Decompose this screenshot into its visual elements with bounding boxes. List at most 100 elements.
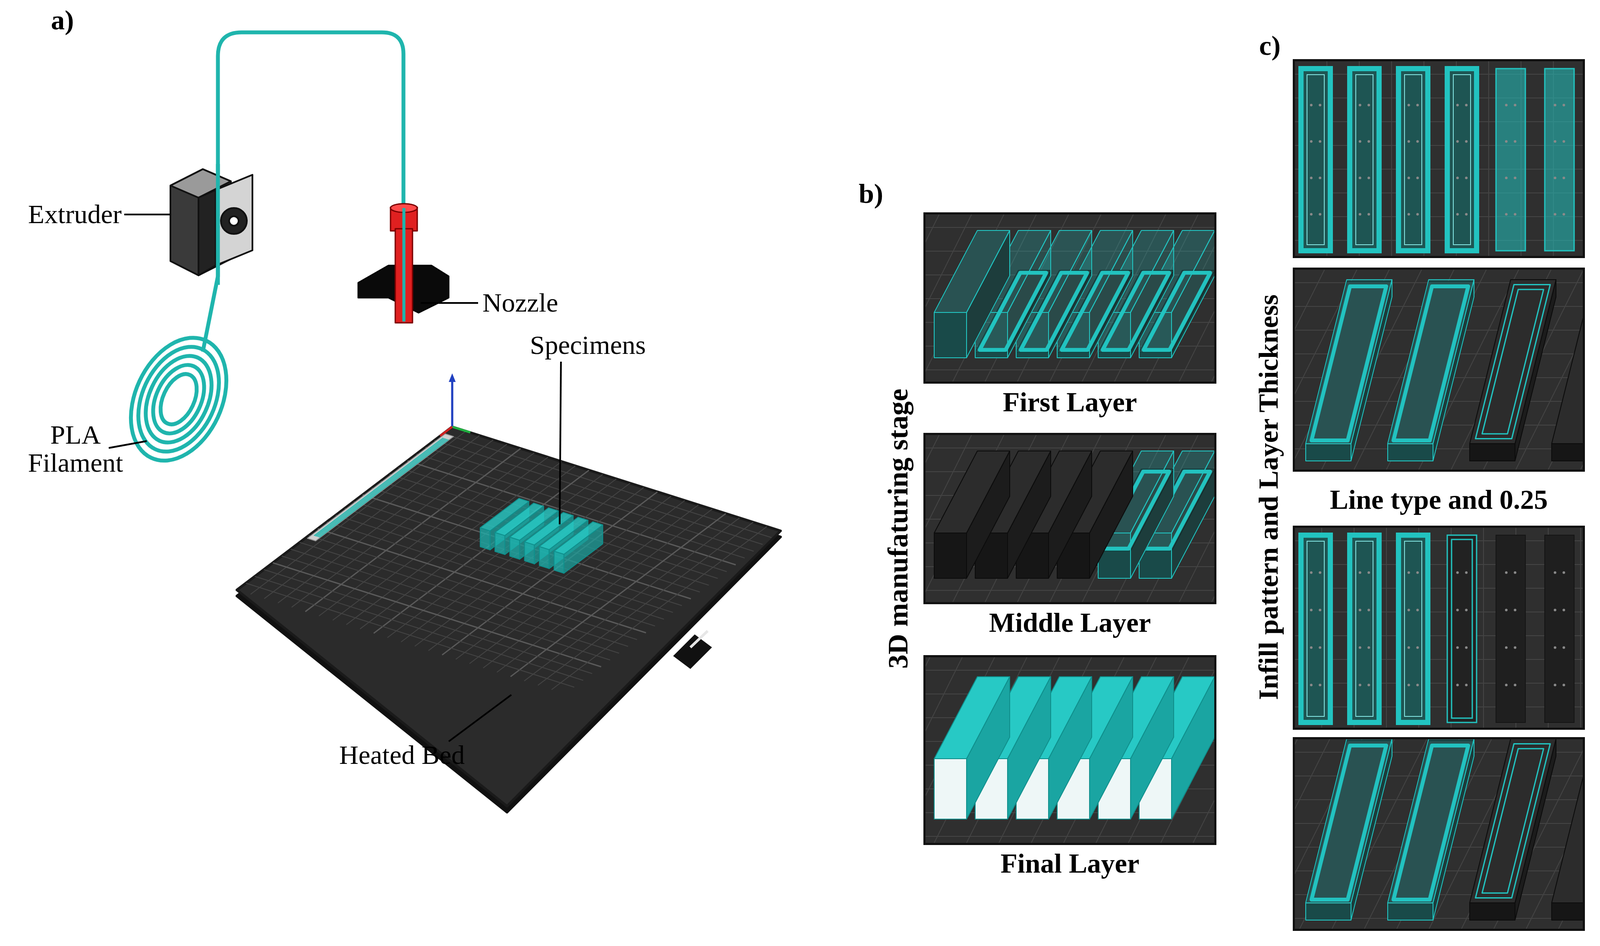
bar-inner-line — [1307, 74, 1325, 245]
marker-dot — [1358, 103, 1362, 107]
panel-letter: c) — [1259, 31, 1281, 60]
marker-dot — [1553, 103, 1557, 107]
grid-line — [428, 487, 644, 651]
grid-line — [414, 483, 630, 647]
marker-dot — [1553, 213, 1557, 216]
marker-dot — [1505, 176, 1508, 180]
panel-background — [1294, 739, 1583, 929]
marker-dot — [1464, 140, 1468, 143]
layer-panel: Final Layer — [923, 655, 1217, 845]
screenshot-panel — [1292, 525, 1585, 730]
marker-dot — [1310, 645, 1313, 649]
marker-dot — [1310, 176, 1313, 180]
grid-line — [1294, 97, 1583, 99]
marker-dot — [1562, 176, 1566, 180]
marker-dot — [1416, 213, 1419, 216]
axis-gizmo — [440, 373, 471, 436]
bar-top — [934, 676, 1010, 759]
bar-outline — [1447, 68, 1477, 251]
marker-dot — [1416, 645, 1419, 649]
grid-line — [1294, 635, 1583, 637]
marker-dot — [1416, 571, 1419, 574]
bar-outline — [1349, 535, 1380, 723]
heated-bed — [236, 426, 781, 813]
marker-dot — [1318, 213, 1322, 216]
grid-line — [925, 669, 1215, 671]
marker-dot — [1416, 683, 1419, 687]
ruler-line — [318, 438, 448, 537]
marker-dot — [1416, 176, 1419, 180]
bar-top — [1305, 739, 1393, 903]
marker-dot — [1407, 608, 1411, 612]
marker-dot — [1367, 213, 1371, 216]
bar-front — [1387, 902, 1434, 920]
marker-dot — [1553, 571, 1557, 574]
marker-dot — [1505, 140, 1508, 143]
marker-dot — [1358, 683, 1362, 687]
marker-dot — [1553, 683, 1557, 687]
marker-dot — [1367, 176, 1371, 180]
marker-dot — [1367, 571, 1371, 574]
marker-dot — [1553, 176, 1557, 180]
grid-line — [380, 481, 709, 586]
marker-dot — [1456, 683, 1459, 687]
slicer-screenshot — [925, 214, 1215, 382]
marker-dot — [1464, 683, 1468, 687]
screenshot-panel — [1292, 737, 1585, 931]
panel-background — [1294, 269, 1583, 470]
marker-dot — [1310, 608, 1313, 612]
bar-front — [934, 312, 967, 358]
grid-line — [1294, 563, 1583, 565]
grid-line — [1294, 216, 1583, 218]
bar-outline — [1349, 68, 1380, 251]
marker-dot — [1310, 571, 1313, 574]
specimen-face — [494, 532, 505, 555]
bar-outline — [1300, 535, 1331, 723]
marker-dot — [1562, 103, 1566, 107]
slicer-screenshot — [1294, 739, 1583, 929]
bar-front — [1305, 902, 1352, 920]
panel-letter: a) — [50, 5, 74, 35]
marker-dot — [1456, 176, 1459, 180]
marker-dot — [1456, 571, 1459, 574]
grid-line — [1294, 239, 1583, 241]
marker-dot — [1318, 608, 1322, 612]
marker-dot — [1407, 213, 1411, 216]
perimeter-ring — [1475, 743, 1550, 898]
bed-grid — [245, 431, 772, 690]
grid-line — [263, 569, 593, 674]
marker-dot — [1407, 176, 1411, 180]
marker-dot — [1456, 608, 1459, 612]
grid-line — [1580, 527, 1582, 728]
marker-dot — [1310, 140, 1313, 143]
grid-line — [1294, 682, 1583, 684]
panel-background — [925, 214, 1215, 382]
filament-strand — [202, 32, 404, 352]
part-label: Heated Bed — [339, 740, 465, 769]
extruder-motor — [170, 163, 253, 285]
marker-dot — [1562, 608, 1566, 612]
filament-coil — [112, 322, 246, 476]
bar-front — [1551, 902, 1583, 920]
bar-front — [1469, 902, 1515, 920]
grid-line — [496, 509, 712, 673]
marker-dot — [1416, 140, 1419, 143]
grid-line — [538, 522, 754, 686]
grid-line — [1294, 168, 1583, 170]
bar-inner-line — [1307, 541, 1325, 717]
grid-line — [455, 496, 671, 660]
grid-line — [483, 504, 699, 668]
panel-letter: b) — [858, 179, 884, 208]
marker-dot — [1513, 140, 1517, 143]
screenshot-panel — [1292, 59, 1585, 259]
bar-top — [1551, 739, 1583, 903]
bed-ruler — [307, 433, 454, 541]
grid-line — [255, 576, 584, 681]
marker-dot — [1407, 645, 1411, 649]
specimen-face — [524, 541, 535, 564]
nozzle-hotend — [358, 203, 449, 323]
grid-line — [1385, 527, 1387, 728]
bar-front — [1551, 443, 1583, 461]
grid-line — [1294, 587, 1583, 589]
